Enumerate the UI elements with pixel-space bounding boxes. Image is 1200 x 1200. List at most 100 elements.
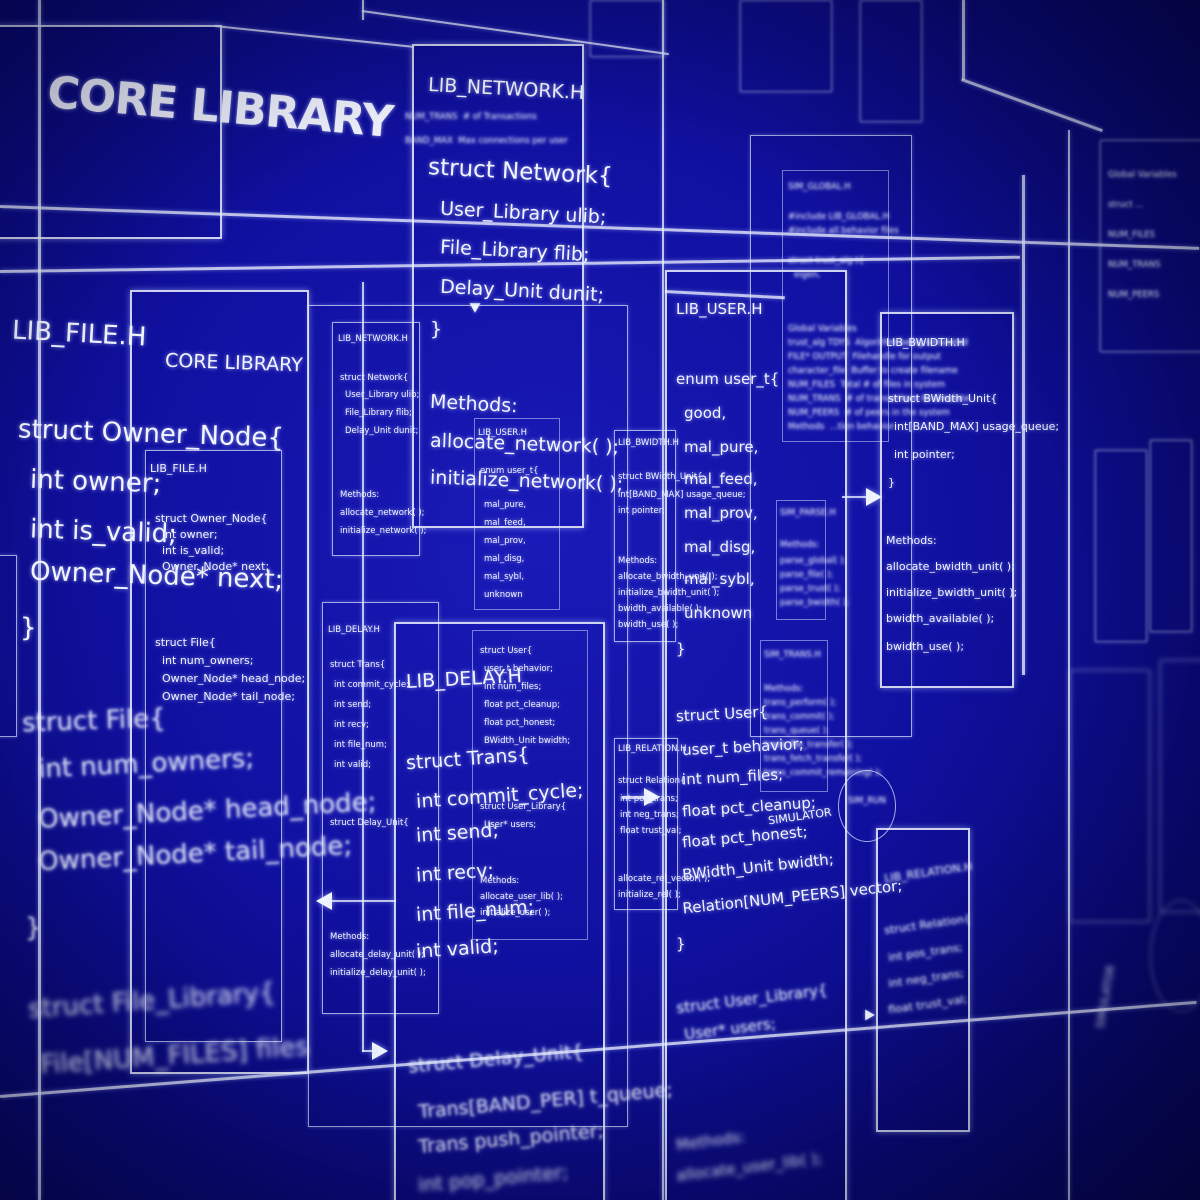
relation-arrow [644,788,660,806]
relation-right-arrow [865,1009,875,1021]
small-lib-delay-method-2: initialize_delay_unit( ); [330,968,426,978]
lib-bwidth-box [880,312,1014,688]
center-vertical-line [662,0,664,1200]
small-lib-file-header: LIB_FILE.H [150,462,207,475]
sim-global-line-9: character_file Buffer to create filename [788,366,958,376]
small-lib-delay-box [322,602,439,1014]
small-bwidth-method-1: allocate_bwidth_unit( ); [618,572,718,582]
sim-trans-box [760,640,828,792]
small-lib-network-m3: Delay_Unit dunit; [345,426,419,436]
lib-bwidth-method-3: bwidth_available( ); [886,612,995,625]
small-relation-header: LIB_RELATION.H [618,744,687,754]
small-lib-delay-m5: int valid; [334,760,372,770]
small-user-m4: float pct_honest; [484,718,556,728]
lib-bwidth-m1: int[BAND_MAX] usage_queue; [894,420,1060,433]
small-lib-delay-struct-delay: struct Delay_Unit{ [330,818,409,828]
far-right-simulator-label: SIMULATOR [1093,964,1118,1030]
sim-parse-method-3: parse_trust( ); [780,584,841,594]
sim-global-line-7: trust_alg TDYS Algorithm being simulated [788,338,968,348]
lib-user-enum-5: mal_disg, [684,538,756,556]
sim-global-line-11: NUM_TRANS # of transactions to simulate [788,394,970,404]
sim-trans-methods: Methods: [764,684,804,694]
lib-bwidth-method-4: bwidth_use( ); [886,640,965,653]
far-right-circle [1150,900,1200,1012]
lib-network-close: } [430,318,443,340]
title-box-top-line [214,25,414,48]
small-user-lib-m1: User* users; [484,820,537,830]
lib-network-box [412,44,584,528]
lib-network-define-2: BAND_MAX Max connections per user [405,136,568,146]
lib-file-close-2: } [25,913,42,943]
lib-user-header: LIB_USER.H [676,300,763,318]
far-right-line-5: NUM_PEERS [1108,290,1160,300]
sim-global-line-3: struct trust_alg t{ [788,256,864,266]
right-vertical-line [1022,175,1025,675]
far-right-mid-panel-2 [1150,440,1192,632]
small-lib-delay-struct: struct Trans{ [330,660,386,670]
lib-bwidth-m2: int pointer; [894,448,955,461]
small-lib-delay-header: LIB_DELAY.H [328,625,380,635]
small-lib-network-struct: struct Network{ [340,373,409,383]
small-lib-user-box [474,418,560,610]
lib-bwidth-method-2: initialize_bwidth_unit( ); [886,586,1018,599]
right-frame-vertical [1068,130,1070,1200]
small-user-method-2: initialize_user( ); [480,908,551,918]
top-blur-box-1 [590,0,664,57]
sim-parse-method-4: parse_bwidth( ); [780,598,850,608]
far-right-line-3: NUM_FILES [1108,230,1156,240]
small-lib-user-e5: mal_disg, [484,554,525,564]
sim-run-circle [838,770,896,842]
left-vertical-line [38,0,41,1200]
small-user-m2: int num_files; [484,682,542,692]
lib-user-box [665,270,847,1200]
small-lib-relation-box [614,738,678,910]
sim-global-inner-box [782,170,889,442]
lib-user-enum-4: mal_prov, [684,504,758,522]
small-relation-m2: int neg_trans; [620,810,679,820]
small-lib-user-e6: mal_sybl, [484,572,525,582]
small-lib-file-box [145,450,282,1042]
sim-run-label: SIM_RUN [848,796,886,806]
small-lib-file-struct: struct Owner_Node{ [155,512,268,525]
lib-bwidth-method-1: allocate_bwidth_unit( ); [886,560,1015,573]
sim-global-box [750,135,912,737]
small-lib-delay-method-1: allocate_delay_unit( ); [330,950,424,960]
middle-container-box [308,305,628,1127]
sim-global-header: SIM_GLOBAL.H [788,182,851,192]
sim-global-line-10: NUM_FILES Total # of files in system [788,380,945,390]
small-relation-method-1: allocate_rel_vector( ); [618,874,711,884]
lib-file-close-1: } [20,613,37,643]
small-lib-file-m1: int owner; [162,528,218,541]
lib-file-owner-member-1: int owner; [29,464,162,500]
small-user-struct-box [472,630,588,940]
small-lib-file-m3: Owner_Node* next; [162,560,270,573]
small-bwidth-method-2: initialize_bwidth_unit( ); [618,588,720,598]
sim-trans-method-4: trans_file_transfer( ); [764,740,854,750]
sim-parse-box [776,500,826,620]
lib-relation-box [876,828,970,1132]
small-bwidth-header: LIB_BWIDTH.H [618,438,679,448]
lib-user-enum-3: mal_feed, [684,470,758,488]
small-relation-m3: float trust_val; [620,826,682,836]
top-right-frame-h [960,78,1103,133]
bwidth-arrow-line [842,496,868,498]
sim-parse-methods: Methods: [780,540,820,550]
sim-global-line-6: Global Variables [788,324,857,334]
small-relation-method-2: initialize_rel( ); [618,890,681,900]
connector-vertical-1 [362,282,364,1052]
sim-parse-method-1: parse_global( ); [780,556,847,566]
left-edge-box [0,555,17,737]
sim-trans-method-3: trans_queue( ); [764,726,829,736]
top-blur-box-2 [740,0,832,92]
delay-left-connector [330,900,396,902]
network-down-arrow [469,303,481,313]
small-lib-delay-methods: Methods: [330,932,370,942]
small-user-m5: BWidth_Unit bwidth; [484,736,571,746]
core-library-small-title: CORE LIBRARY [164,349,304,377]
lib-user-enum: enum user_t{ [676,370,780,388]
far-right-bottom-panel [1070,670,1150,922]
far-right-bottom-panel-2 [1160,660,1200,912]
small-user-m3: float pct_cleanup; [484,700,560,710]
small-lib-delay-m4: int file_num; [334,740,387,750]
sim-trans-method-5: trans_fetch_transfer( ); [764,754,862,764]
